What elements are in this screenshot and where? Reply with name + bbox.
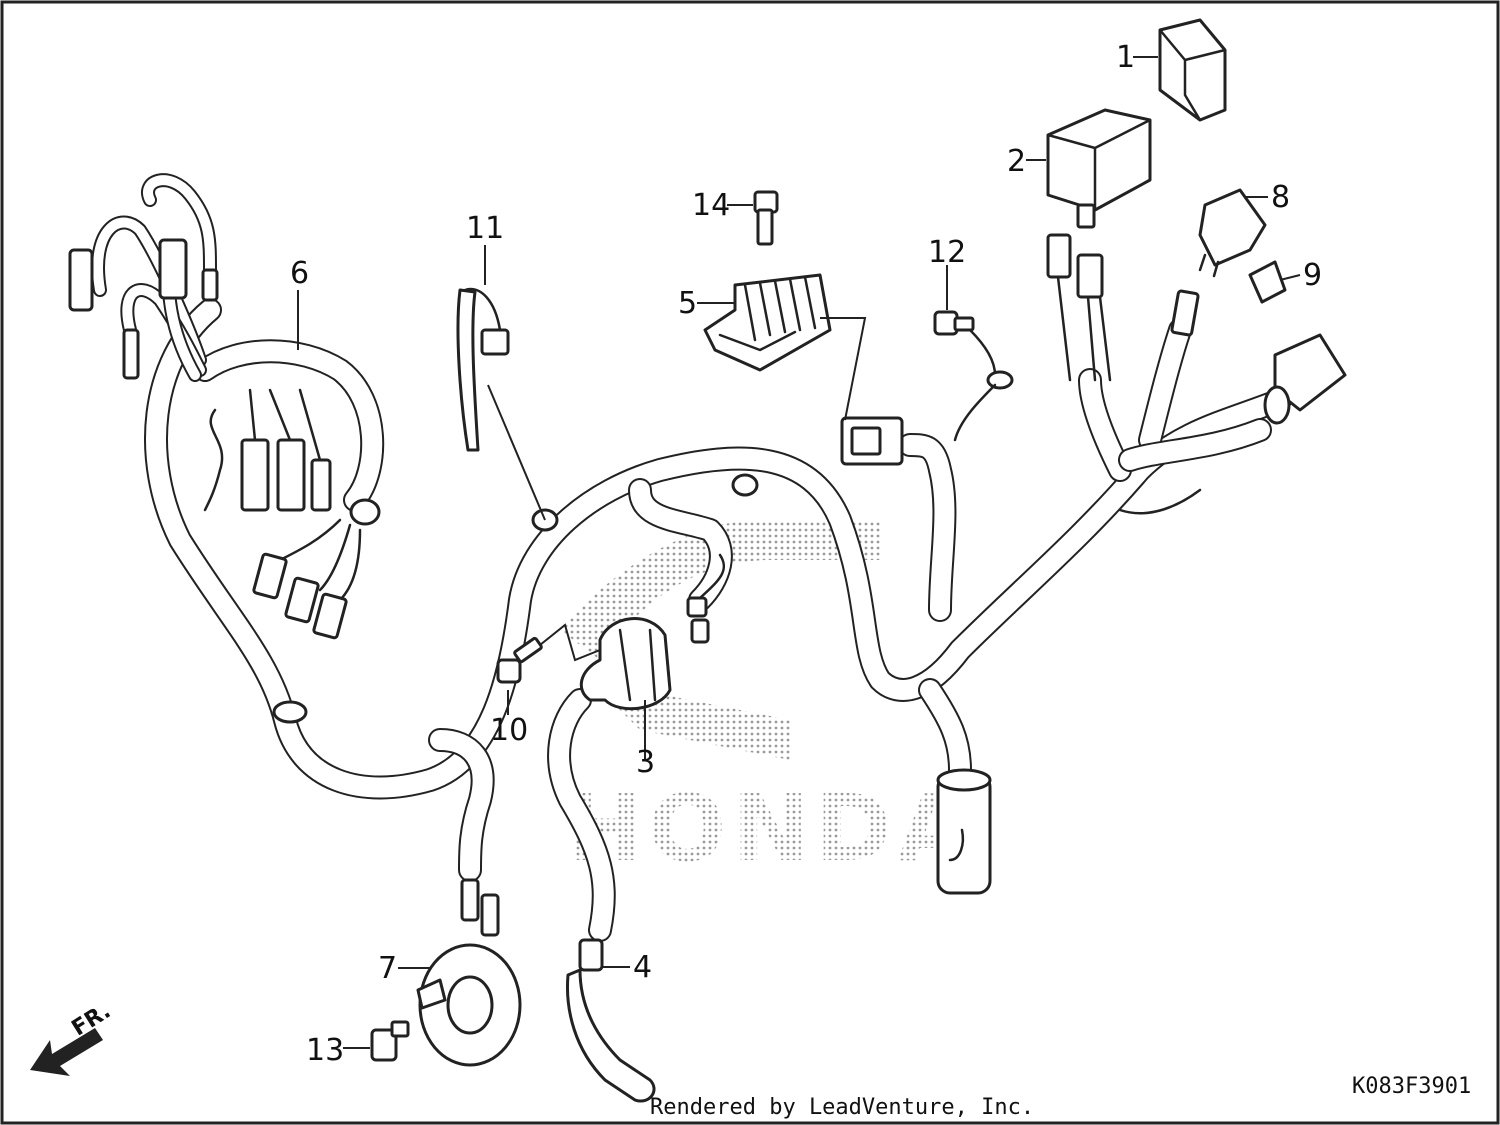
- callout-12: 12: [928, 235, 966, 270]
- callout-numbers: 1 2 3 4 5 6 7 8 9 10 11 12 13 14: [290, 40, 1322, 1068]
- sub-harness-loops: [68, 173, 219, 382]
- callout-7: 7: [378, 951, 397, 986]
- render-credit: Rendered by LeadVenture, Inc.: [650, 1095, 1034, 1120]
- item-9-clip: [1248, 260, 1287, 304]
- item-1-cover: [1158, 18, 1227, 122]
- item-10-bolt: [496, 623, 601, 684]
- item-4-plug-cap: [566, 938, 656, 1103]
- callout-11: 11: [466, 211, 504, 246]
- callout-5: 5: [678, 286, 697, 321]
- item-12-bolt: [933, 310, 1014, 442]
- item-5-regulator: [703, 273, 832, 372]
- callout-6: 6: [290, 256, 309, 291]
- callout-14: 14: [692, 188, 730, 223]
- item-3-ignition-coil: [579, 553, 726, 711]
- item-13-bolt: [370, 1020, 410, 1062]
- callout-10: 10: [490, 713, 528, 748]
- main-harness: [144, 298, 1292, 942]
- item-7-horn: [416, 878, 522, 1067]
- item-11-band: [456, 287, 510, 452]
- callout-8: 8: [1271, 180, 1290, 215]
- callout-9: 9: [1303, 258, 1322, 293]
- drawing-code: K083F3901: [1352, 1074, 1471, 1099]
- regulator-coupler: [840, 416, 904, 466]
- condenser: [936, 768, 992, 895]
- item-8-relay: [1198, 188, 1267, 278]
- leader-lines: [297, 56, 1301, 1049]
- callout-1: 1: [1116, 40, 1135, 75]
- callout-13: 13: [306, 1033, 344, 1068]
- callout-2: 2: [1007, 144, 1026, 179]
- item-14-bolt: [753, 190, 779, 246]
- callout-3: 3: [636, 745, 655, 780]
- item-6-connectors: [203, 388, 362, 640]
- front-direction-arrow: FR.: [30, 999, 115, 1076]
- harness-clamps: [272, 473, 759, 724]
- right-connectors: [1118, 289, 1347, 515]
- callout-4: 4: [633, 950, 652, 985]
- watermark-text: HONDA: [565, 775, 975, 882]
- item-2-unit: [1046, 108, 1152, 382]
